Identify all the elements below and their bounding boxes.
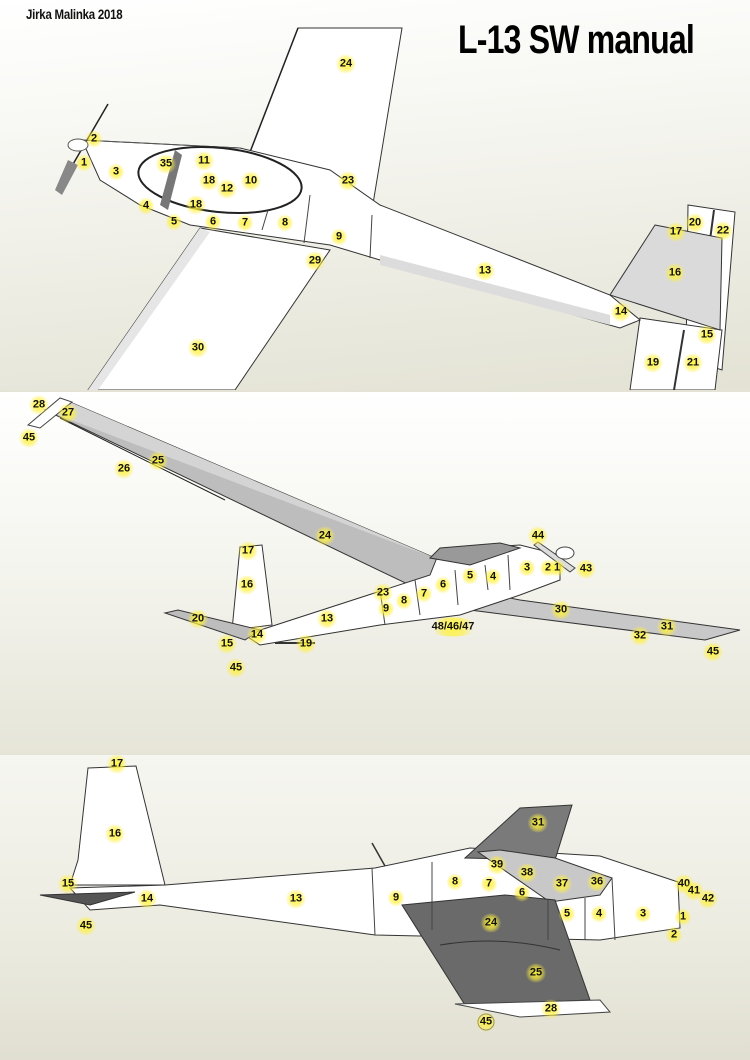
part-label: 2 bbox=[85, 129, 103, 149]
part-label: 12 bbox=[215, 179, 239, 199]
part-label: 28 bbox=[539, 999, 563, 1019]
part-label: 1 bbox=[548, 558, 566, 578]
part-label: 8 bbox=[446, 872, 464, 892]
part-label: 9 bbox=[377, 599, 395, 619]
part-label: 7 bbox=[415, 584, 433, 604]
part-label: 20 bbox=[186, 609, 210, 629]
part-label: 15 bbox=[56, 874, 80, 894]
part-label: 32 bbox=[628, 626, 652, 646]
part-label: 37 bbox=[550, 874, 574, 894]
part-label: 14 bbox=[245, 625, 269, 645]
part-label: 7 bbox=[236, 213, 254, 233]
part-label: 35 bbox=[154, 154, 178, 174]
part-label: 4 bbox=[484, 567, 502, 587]
part-label: 25 bbox=[524, 963, 548, 983]
part-label: 44 bbox=[526, 526, 550, 546]
part-label: 21 bbox=[681, 353, 705, 373]
part-label: 13 bbox=[473, 261, 497, 281]
part-label: 36 bbox=[585, 872, 609, 892]
part-label: 5 bbox=[558, 904, 576, 924]
part-label: 10 bbox=[239, 171, 263, 191]
part-label: 14 bbox=[609, 302, 633, 322]
part-label: 2 bbox=[665, 925, 683, 945]
part-label: 15 bbox=[695, 325, 719, 345]
part-label: 9 bbox=[330, 227, 348, 247]
part-label: 8 bbox=[276, 213, 294, 233]
part-label: 11 bbox=[193, 151, 215, 171]
part-label: 23 bbox=[371, 583, 395, 603]
part-label: 18 bbox=[184, 195, 208, 215]
part-label: 27 bbox=[56, 403, 80, 423]
part-label: 7 bbox=[480, 874, 498, 894]
part-label: 13 bbox=[315, 609, 339, 629]
part-label: 45 bbox=[701, 642, 725, 662]
part-label: 16 bbox=[663, 263, 687, 283]
part-label: 26 bbox=[112, 459, 136, 479]
part-label: 15 bbox=[215, 634, 239, 654]
part-label: 6 bbox=[204, 212, 222, 232]
part-label: 3 bbox=[634, 904, 652, 924]
part-label: 17 bbox=[105, 755, 129, 774]
side-view-panel: 17 16 31 15 14 13 39 38 37 36 8 7 6 40 4… bbox=[0, 755, 750, 1060]
part-label: 4 bbox=[137, 196, 155, 216]
part-label: 19 bbox=[641, 353, 665, 373]
part-label: 3 bbox=[518, 558, 536, 578]
part-label: 38 bbox=[515, 863, 539, 883]
part-label: 23 bbox=[336, 171, 360, 191]
part-label: 39 bbox=[485, 855, 509, 875]
part-label: 6 bbox=[513, 883, 531, 903]
author-credit: Jirka Malinka 2018 bbox=[26, 6, 123, 22]
part-label: 24 bbox=[479, 913, 503, 933]
part-label: 28 bbox=[27, 395, 51, 415]
part-label: 6 bbox=[434, 575, 452, 595]
part-label: 17 bbox=[664, 222, 688, 242]
part-label: 29 bbox=[303, 251, 327, 271]
part-label: 24 bbox=[313, 526, 337, 546]
part-label: 5 bbox=[461, 566, 479, 586]
part-label: 45 bbox=[17, 428, 41, 448]
part-label: 14 bbox=[135, 889, 159, 909]
part-label: 25 bbox=[146, 451, 170, 471]
part-label: 13 bbox=[284, 889, 308, 909]
page-title: L-13 SW manual bbox=[458, 18, 695, 62]
part-label: 1 bbox=[674, 907, 692, 927]
part-label: 20 bbox=[683, 213, 707, 233]
part-label: 3 bbox=[107, 162, 125, 182]
part-label: 31 bbox=[526, 813, 550, 833]
part-label: 19 bbox=[294, 634, 318, 654]
part-label: 31 bbox=[655, 617, 679, 637]
part-label: 4 bbox=[590, 904, 608, 924]
part-label: 17 bbox=[236, 541, 260, 561]
part-label: 8 bbox=[395, 591, 413, 611]
part-label: 22 bbox=[711, 221, 735, 241]
part-label: 9 bbox=[387, 888, 405, 908]
part-label: 24 bbox=[334, 54, 358, 74]
part-label: 16 bbox=[103, 824, 127, 844]
top-view-panel: Jirka Malinka 2018 L-13 SW manual 24 2 1… bbox=[0, 0, 750, 390]
part-label: 45 bbox=[474, 1012, 498, 1032]
part-label: 45 bbox=[74, 916, 98, 936]
part-label: 16 bbox=[235, 575, 259, 595]
part-label: 45 bbox=[224, 658, 248, 678]
part-label: 18 bbox=[197, 171, 221, 191]
part-label: 42 bbox=[696, 889, 720, 909]
part-label: 30 bbox=[186, 338, 210, 358]
bottom-view-airframe bbox=[26, 397, 741, 646]
part-label: 43 bbox=[574, 559, 598, 579]
part-label: 30 bbox=[549, 600, 573, 620]
part-label: 48/46/47 bbox=[426, 617, 480, 637]
bottom-view-panel: 28 27 45 25 26 24 17 16 44 43 3 2 1 5 4 … bbox=[0, 392, 750, 753]
part-label: 5 bbox=[165, 212, 183, 232]
part-label: 1 bbox=[75, 153, 93, 173]
